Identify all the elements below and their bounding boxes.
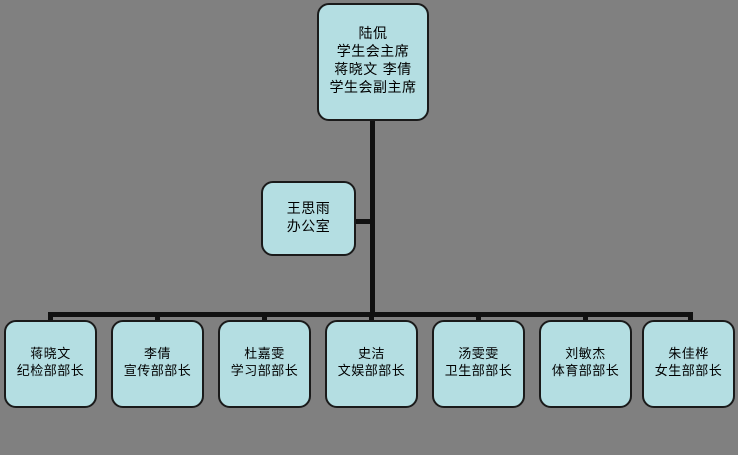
dept-5-name: 刘敏杰 <box>565 347 606 363</box>
office-line-1: 王思雨 <box>286 200 331 217</box>
connector-drop-3 <box>369 312 374 322</box>
office-line-2: 办公室 <box>286 218 331 235</box>
connector-drop-6 <box>688 312 693 322</box>
root-line-4: 学生会副主席 <box>329 79 417 96</box>
dept-6-title: 女生部部长 <box>654 364 723 379</box>
root-line-2: 学生会主席 <box>336 44 410 61</box>
dept-4-name: 汤雯雯 <box>458 347 499 363</box>
node-department-entertainment[interactable]: 史洁 文娱部部长 <box>325 320 418 408</box>
dept-6-name: 朱佳桦 <box>668 347 709 363</box>
connector-drop-2 <box>262 312 267 322</box>
connector-drop-1 <box>155 312 160 322</box>
dept-3-name: 史洁 <box>357 347 385 363</box>
connector-drop-5 <box>583 312 588 322</box>
dept-5-title: 体育部部长 <box>551 364 620 379</box>
dept-2-title: 学习部部长 <box>230 364 299 379</box>
dept-1-name: 李倩 <box>143 347 171 363</box>
dept-0-title: 纪检部部长 <box>16 364 85 379</box>
node-department-discipline[interactable]: 蒋晓文 纪检部部长 <box>4 320 97 408</box>
connector-drop-4 <box>476 312 481 322</box>
dept-0-name: 蒋晓文 <box>30 347 71 363</box>
node-department-health[interactable]: 汤雯雯 卫生部部长 <box>432 320 525 408</box>
node-department-sports[interactable]: 刘敏杰 体育部部长 <box>539 320 632 408</box>
node-department-girls[interactable]: 朱佳桦 女生部部长 <box>642 320 735 408</box>
root-line-3: 蒋晓文 李倩 <box>334 62 412 78</box>
dept-1-title: 宣传部部长 <box>123 364 192 379</box>
root-line-1: 陆侃 <box>358 26 388 43</box>
node-student-union-president[interactable]: 陆侃 学生会主席 蒋晓文 李倩 学生会副主席 <box>317 3 429 121</box>
dept-3-title: 文娱部部长 <box>337 364 406 379</box>
node-office[interactable]: 王思雨 办公室 <box>261 181 356 256</box>
connector-root-spine <box>370 121 375 315</box>
connector-office-stub <box>354 219 372 224</box>
node-department-study[interactable]: 杜嘉雯 学习部部长 <box>218 320 311 408</box>
connector-drop-0 <box>48 312 53 322</box>
dept-2-name: 杜嘉雯 <box>244 347 285 363</box>
dept-4-title: 卫生部部长 <box>444 364 513 379</box>
node-department-publicity[interactable]: 李倩 宣传部部长 <box>111 320 204 408</box>
